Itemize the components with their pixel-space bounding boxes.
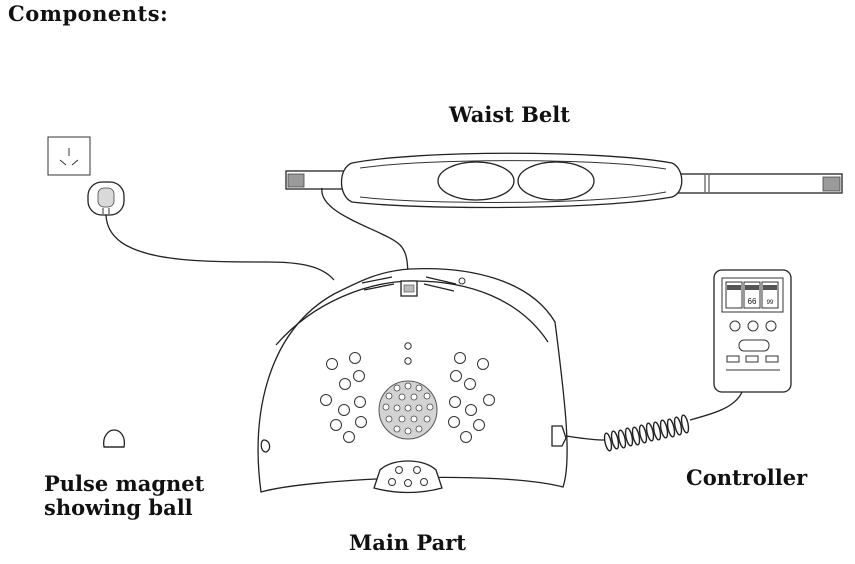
waist-belt-label: Waist Belt	[449, 102, 570, 127]
waist-belt-icon	[285, 152, 843, 209]
pulse-magnet-ball-icon	[103, 429, 126, 448]
pulse-ball-label: Pulse magnet showing ball	[44, 471, 205, 521]
controller-screen-left-value: 66	[748, 297, 757, 306]
pulse-ball-label-line1: Pulse magnet	[44, 471, 205, 496]
main-part-icon	[257, 267, 568, 494]
controller-screen-right-value: 99	[767, 300, 774, 306]
power-plug-icon	[87, 181, 125, 216]
main-part-label: Main Part	[349, 530, 467, 555]
wall-socket-icon	[47, 136, 91, 176]
controller-cable	[565, 391, 743, 452]
belt-cable	[321, 187, 409, 283]
components-heading: Components:	[8, 1, 169, 26]
pulse-ball-label-line2: showing ball	[44, 495, 193, 521]
controller-icon: 66 99	[713, 269, 792, 393]
power-cable	[105, 214, 335, 281]
controller-label: Controller	[686, 465, 808, 490]
